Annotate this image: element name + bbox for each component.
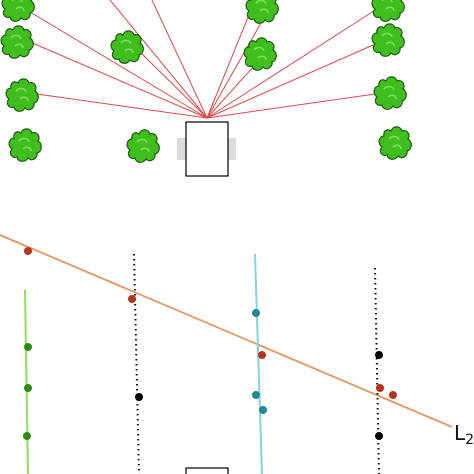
data-point-red: [376, 384, 384, 392]
data-point-green: [24, 384, 32, 392]
tree-icon: [1, 0, 36, 23]
data-point-black: [135, 393, 143, 401]
sensor-ray: [206, 92, 383, 119]
tree-icon: [373, 76, 408, 111]
sensor-rays: [9, 0, 383, 119]
tree-icon: [8, 128, 43, 163]
sensor-ray: [206, 6, 271, 119]
vehicle-wheel-right: [227, 138, 236, 160]
data-point-red: [24, 247, 32, 255]
cyan-line-segment: [254, 253, 263, 474]
top-panel: [0, 0, 413, 177]
dotted-line-1: [133, 253, 140, 474]
tree-icon: [243, 37, 278, 72]
sensor-ray: [206, 0, 256, 119]
sensor-ray: [29, 41, 208, 119]
vehicle-icon-bottom: [185, 467, 229, 474]
sensor-ray: [206, 6, 381, 119]
tree-icon: [378, 126, 413, 161]
tree-icon: [371, 23, 406, 58]
sensor-ray: [206, 41, 381, 119]
sensor-ray: [109, 0, 208, 119]
data-point-black: [375, 351, 383, 359]
tree-icon: [5, 78, 40, 113]
data-point-red: [258, 351, 266, 359]
data-point-teal: [252, 309, 260, 317]
vehicle-wheel-left: [177, 138, 186, 160]
dotted-line-2: [374, 267, 380, 474]
data-point-teal: [259, 406, 267, 414]
sensor-ray: [29, 92, 208, 119]
data-point-red: [389, 391, 397, 399]
bottom-panel: L2: [0, 234, 474, 474]
tree-icon: [0, 25, 35, 60]
data-point-green: [24, 343, 32, 351]
tree-icon: [126, 129, 161, 164]
data-point-green: [23, 432, 31, 440]
green-line-segment: [24, 289, 29, 474]
sensor-ray: [9, 0, 208, 119]
data-point-black: [375, 432, 383, 440]
line-label-l2: L2: [454, 421, 474, 448]
tree-icon: [245, 0, 280, 25]
data-point-teal: [252, 391, 260, 399]
sensor-ray: [151, 0, 208, 119]
vehicle-top: [177, 121, 236, 177]
vehicle-icon: [185, 121, 229, 177]
regression-line-l2: [0, 234, 453, 428]
tree-icon: [371, 0, 406, 23]
sample-points: [23, 247, 397, 440]
sensor-ray: [134, 46, 208, 119]
data-point-red: [128, 295, 136, 303]
tree-icon: [110, 30, 145, 65]
